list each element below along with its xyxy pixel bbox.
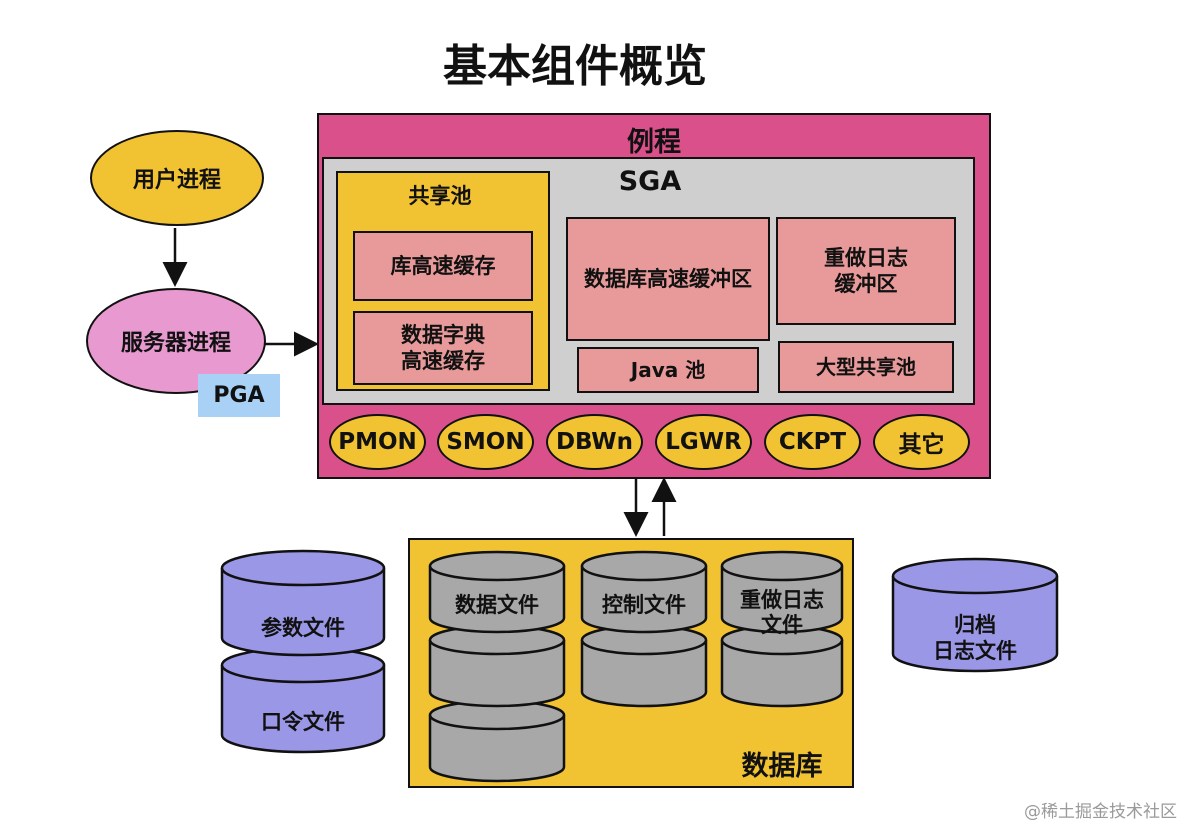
sga-label: SGA <box>618 166 682 197</box>
redo-log-files-line-2: 文件 <box>761 613 803 638</box>
server-process: 服务器进程 <box>86 288 266 394</box>
library-cache-box: 库高速缓存 <box>353 231 533 301</box>
dictionary-cache-line-1: 数据字典 <box>401 322 485 347</box>
java-pool-box: Java 池 <box>577 347 759 393</box>
process-smon: SMON <box>437 414 534 470</box>
archived-log-files-line-2: 日志文件 <box>933 639 1017 664</box>
pga-box: PGA <box>198 374 280 417</box>
redo-log-buffer-line-2: 缓冲区 <box>834 272 898 296</box>
dictionary-cache-box: 数据字典 高速缓存 <box>353 311 533 385</box>
db-buffer-cache-box: 数据库高速缓冲区 <box>566 217 770 341</box>
watermark: @稀土掘金技术社区 <box>1024 802 1177 822</box>
parameter-file-label: 参数文件 <box>261 616 345 640</box>
process-dbwn: DBWn <box>546 414 643 470</box>
java-pool-label: Java 池 <box>630 357 706 382</box>
instance-label: 例程 <box>627 127 681 158</box>
shared-pool-label: 共享池 <box>408 184 472 208</box>
control-files-disk <box>580 550 708 708</box>
dictionary-cache-line-2: 高速缓存 <box>401 349 485 373</box>
large-pool-label: 大型共享池 <box>816 354 916 379</box>
diagram-title: 基本组件概览 <box>443 41 707 92</box>
redo-log-files-disk <box>720 550 844 708</box>
redo-log-buffer-line-1: 重做日志 <box>824 245 908 270</box>
redo-log-files-label: 重做日志 文件 <box>722 588 842 638</box>
process-pmon: PMON <box>329 414 426 470</box>
data-files-label: 数据文件 <box>455 593 539 617</box>
process-other: 其它 <box>873 414 970 470</box>
database-label: 数据库 <box>741 751 823 782</box>
pga-label: PGA <box>213 382 265 408</box>
db-buffer-cache-label: 数据库高速缓冲区 <box>584 266 752 291</box>
library-cache-label: 库高速缓存 <box>390 253 496 278</box>
process-ckpt: CKPT <box>764 414 861 470</box>
archived-log-files-disk <box>891 557 1059 673</box>
large-pool-box: 大型共享池 <box>778 341 954 393</box>
archived-log-files-label: 归档 日志文件 <box>915 612 1035 665</box>
data-files-disk <box>428 550 566 783</box>
redo-log-buffer-box: 重做日志 缓冲区 <box>776 217 956 325</box>
user-process: 用户进程 <box>90 130 264 226</box>
password-file-label: 口令文件 <box>261 710 345 734</box>
process-lgwr: LGWR <box>655 414 752 470</box>
archived-log-files-line-1: 归档 <box>954 613 996 637</box>
parameter-password-disk <box>220 549 386 754</box>
redo-log-files-line-1: 重做日志 <box>740 588 824 612</box>
control-files-label: 控制文件 <box>602 593 686 617</box>
